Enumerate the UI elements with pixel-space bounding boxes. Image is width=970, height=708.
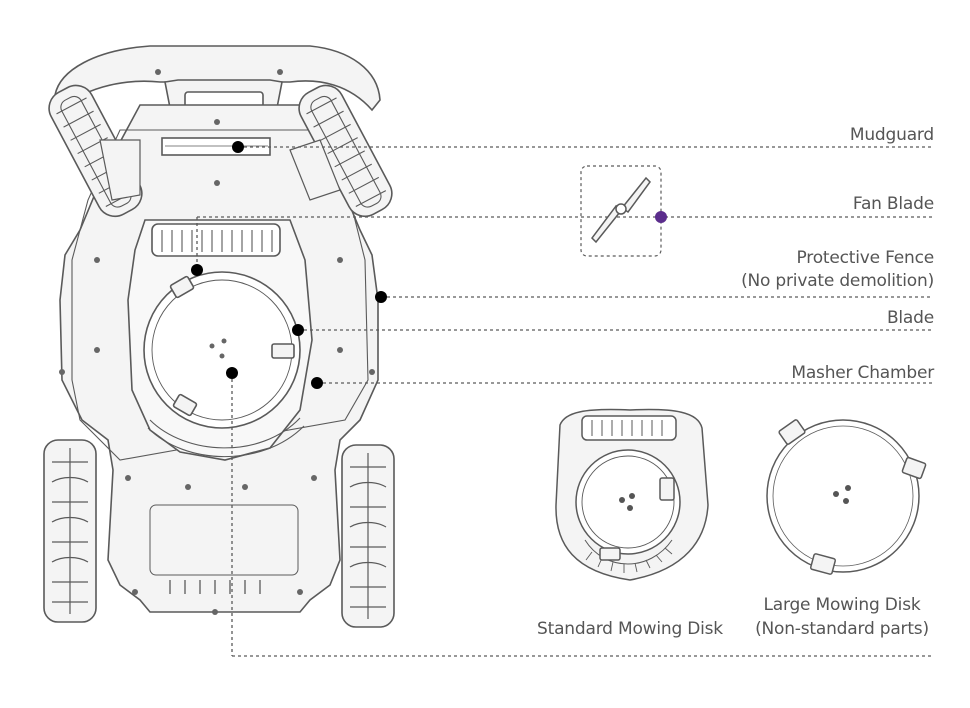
dot-mudguard bbox=[232, 141, 244, 153]
label-protective-fence-note: (No private demolition) bbox=[741, 271, 934, 291]
large-disk-holes bbox=[833, 485, 851, 504]
standard-disk-holes bbox=[619, 493, 635, 511]
label-standard-mowing-disk: Standard Mowing Disk bbox=[537, 619, 723, 639]
leader-lines bbox=[196, 146, 932, 657]
dot-fan-blade bbox=[191, 264, 203, 276]
mudguard-bar bbox=[161, 137, 271, 156]
dot-disk bbox=[226, 367, 238, 379]
dot-blade bbox=[292, 324, 304, 336]
dot-masher-chamber bbox=[311, 377, 323, 389]
rear-right-wheel bbox=[341, 444, 395, 628]
rear-left-wheel bbox=[43, 439, 97, 623]
dot-fan-blade-accent bbox=[655, 211, 667, 223]
screw-holes bbox=[59, 69, 375, 615]
fan-blade-icon bbox=[591, 176, 651, 244]
callout-dots bbox=[191, 141, 387, 389]
label-fan-blade: Fan Blade bbox=[852, 194, 934, 214]
label-large-mowing-disk-note: (Non-standard parts) bbox=[755, 619, 929, 639]
label-mudguard: Mudguard bbox=[849, 125, 934, 145]
front-bumper bbox=[54, 45, 381, 112]
protective-fence bbox=[151, 223, 281, 257]
dot-protective-fence bbox=[375, 291, 387, 303]
label-large-mowing-disk: Large Mowing Disk bbox=[763, 595, 921, 615]
large-mowing-disk bbox=[766, 419, 927, 575]
label-blade: Blade bbox=[886, 308, 934, 328]
blade-disk bbox=[143, 271, 301, 429]
mower-bottom-view bbox=[43, 45, 395, 628]
label-protective-fence: Protective Fence bbox=[796, 248, 935, 268]
label-masher-chamber: Masher Chamber bbox=[791, 363, 934, 383]
